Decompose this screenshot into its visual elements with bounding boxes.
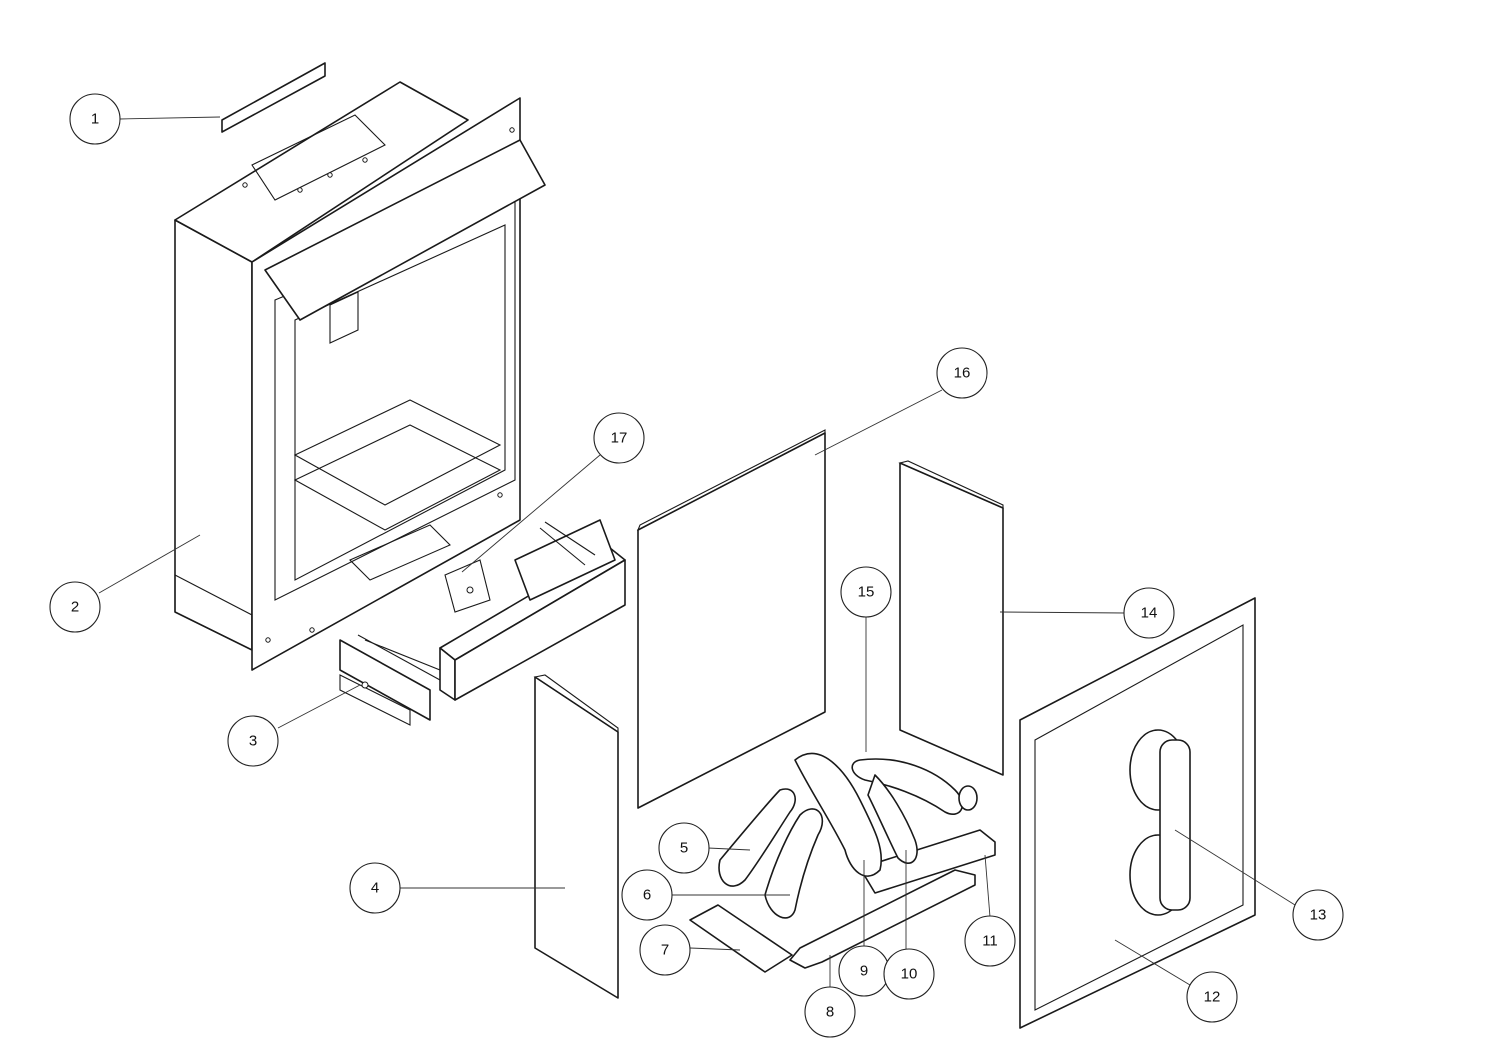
part-back-panel [636,429,826,809]
part-door-frame [1019,597,1256,1029]
part-firebox-housing [174,81,546,671]
part-log-set [718,752,978,919]
callout-5: 5 [658,822,710,874]
callout-4-label: 4 [371,880,379,897]
callout-11: 11 [964,915,1016,967]
part-suction-handle [1129,729,1191,916]
callout-11-label: 11 [982,933,998,950]
part-log-grate [789,869,976,969]
callout-12: 12 [1186,971,1238,1023]
callout-9: 9 [838,945,890,997]
part-left-side-panel [533,674,619,999]
part-ember-bed [859,829,996,894]
callout-16-label: 16 [954,365,971,382]
callout-15: 15 [840,566,892,618]
callout-8-label: 8 [826,1004,834,1021]
callout-2-label: 2 [71,599,79,616]
part-right-side-panel [898,460,1004,776]
callout-13-label: 13 [1310,907,1327,924]
callout-13: 13 [1292,889,1344,941]
callout-3: 3 [227,715,279,767]
leader-lines [98,116,1296,988]
callout-3-label: 3 [249,733,257,750]
callout-2: 2 [49,581,101,633]
callout-7: 7 [639,924,691,976]
callout-9-label: 9 [860,963,868,980]
callout-16: 16 [936,347,988,399]
callout-10: 10 [883,948,935,1000]
callout-12-label: 12 [1204,989,1221,1006]
callout-14: 14 [1123,587,1175,639]
callout-1: 1 [69,93,121,145]
callout-4: 4 [349,862,401,914]
callout-14-label: 14 [1141,605,1158,622]
callout-15-label: 15 [858,584,875,601]
callout-17: 17 [593,412,645,464]
callout-6: 6 [621,869,673,921]
callout-8: 8 [804,986,856,1038]
part-burner-assembly [339,519,626,726]
callout-17-label: 17 [611,430,628,447]
callout-5-label: 5 [680,840,688,857]
part-top-bracket [221,62,326,133]
callout-10-label: 10 [901,966,918,983]
part-front-plate [689,904,793,973]
callout-7-label: 7 [661,942,669,959]
callout-6-label: 6 [643,887,651,904]
callout-1-label: 1 [91,111,99,128]
